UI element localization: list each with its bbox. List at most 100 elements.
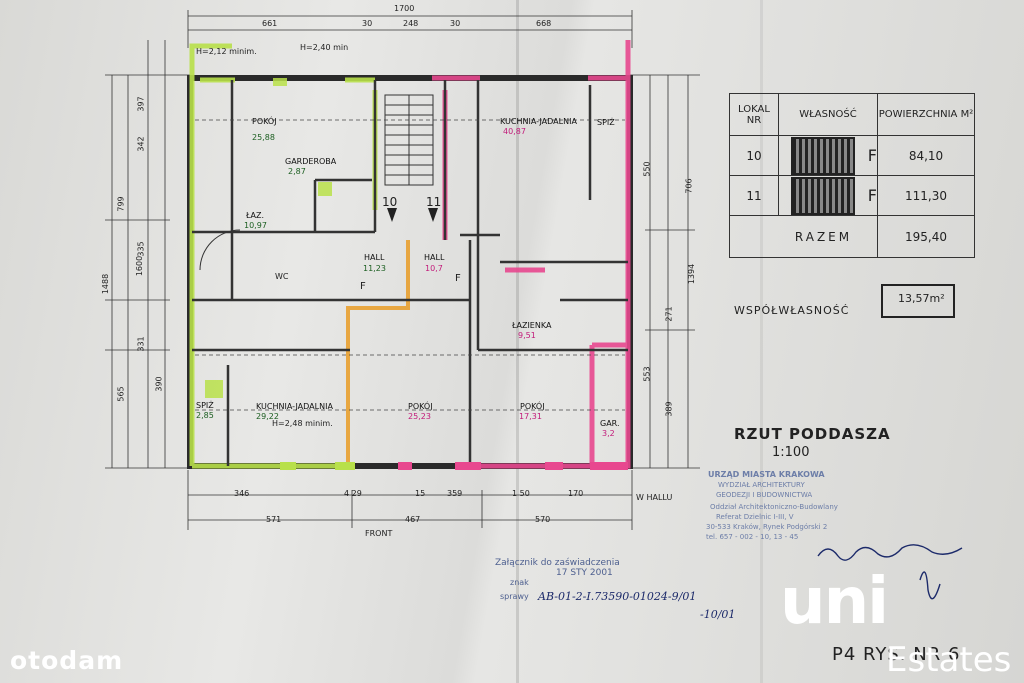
right-dim: 1394 [687,263,697,285]
unit-f-marker: F [360,281,366,292]
room-name: POKÓJ [408,402,433,411]
height-note: H=2,12 minim. [196,47,257,56]
plan-scale: 1:100 [772,445,810,460]
room-area: 17,31 [519,412,542,421]
uni-watermark: uni [780,565,889,639]
room-name: KUCHNIA-JADALNIA [500,117,577,126]
room-name: POKÓJ [520,402,545,411]
stamp-line: GEODEZJI I BUDOWNICTWA [716,491,813,499]
left-dim: 1488 [101,273,111,295]
top-dim: 668 [536,19,552,28]
total-value: 195,40 [877,215,975,258]
paper-fold [516,0,519,683]
room-name: GARDEROBA [285,157,337,166]
bottom-dim: 467 [405,515,421,524]
overall-width-dim: 1700 [394,4,415,13]
room-name: KUCHNIA-JADALNIA [256,402,333,411]
unit-number-11: 11 [426,195,442,209]
bottom-dim: 1 50 [512,489,530,498]
left-dim: 565 [116,386,126,402]
room-area: 10,97 [244,221,267,230]
room-area: 25,88 [252,133,275,142]
left-dim: 331 [136,336,146,352]
total-label: RAZEM [729,215,878,258]
top-dim: 661 [262,19,278,28]
sheet-mark: P4 RYS. NR 6 [832,644,961,665]
height-note: H=2,40 min [300,43,349,52]
ownership-cell: F [778,175,878,216]
stamp-line: WYDZIAŁ ARCHITEKTURY [718,481,805,489]
front-label: FRONT [365,529,393,538]
right-dim: 389 [664,401,674,417]
left-dim: 390 [154,376,164,392]
room-name: ŁAZ. [246,211,264,220]
left-dim: 1600 [135,255,145,277]
bottom-dim: 4 29 [344,489,362,498]
hatch-pattern [791,136,856,175]
ownership-type: F [867,146,877,165]
paper-fold [760,0,763,683]
bottom-dim: 170 [568,489,584,498]
case-number: AB-01-2-I.73590-01024-9/01 [538,590,697,603]
unit-area: 111,30 [877,175,975,216]
right-dim: 706 [684,178,694,194]
estates-watermark: Estates [886,640,1012,680]
left-dim: 799 [116,196,126,212]
room-area: 29,22 [256,412,279,421]
header-wlasnosc: WŁASNOŚĆ [778,93,878,136]
room-name: HALL [364,253,385,262]
stamp-line: 30-533 Kraków, Rynek Podgórski 2 [706,523,828,531]
room-name: SPIŻ [597,118,615,127]
room-name: SPIŻ [196,401,214,410]
ownership-type: F [867,186,877,205]
bottom-dim: 571 [266,515,282,524]
ownership-cell: F [778,135,878,176]
hatch-pattern [791,176,856,215]
header-lokal-nr: LOKAL NR [729,93,779,136]
bottom-dim: 359 [447,489,463,498]
unit-area: 84,10 [877,135,975,176]
annex-date: 17 STY 2001 [556,568,613,578]
plan-title: RZUT PODDASZA [734,425,891,443]
left-dim: 342 [136,136,146,152]
annex-znak: znak [510,578,529,587]
annex-line: Załącznik do zaświadczenia [495,558,620,568]
room-name: ŁAZIENKA [512,321,552,330]
bottom-dim: 15 [415,489,426,498]
unit-ownership-table: LOKAL NR WŁASNOŚĆ POWIERZCHNIA M² 10 F 8… [729,93,975,258]
bottom-dim: 346 [234,489,250,498]
wspolwlasnosc-value: 13,57m² [898,292,945,305]
room-area: 9,51 [518,331,536,340]
room-area: 25,23 [408,412,431,421]
left-dim: 335 [136,241,146,257]
bottom-dim: 570 [535,515,551,524]
bottom-dim-hall: W HALLU [636,493,673,502]
unit-nr: 10 [729,135,779,176]
room-area: 3,2 [602,429,615,438]
stamp-line: tel. 657 - 002 - 10, 13 - 45 [706,533,799,541]
room-area: 40,87 [503,127,526,136]
room-name: GAR. [600,419,620,428]
top-dim: 30 [450,19,461,28]
unit-f-marker: F [455,273,461,284]
case-number-2: -10/01 [700,608,736,621]
room-area: 10,7 [425,264,443,273]
unit-nr: 11 [729,175,779,216]
unit-number-10: 10 [382,195,398,209]
room-name: HALL [424,253,445,262]
top-dim: 30 [362,19,373,28]
left-dim: 397 [136,96,146,112]
right-dim: 271 [664,306,674,322]
top-dim: 248 [403,19,419,28]
otodam-watermark: otodam [10,646,124,675]
stamp-line: Referat Dzielnic I-III, V [716,513,794,521]
stamp-line: Oddział Architektoniczno-Budowlany [710,503,838,511]
height-note: H=2,48 minim. [272,419,333,428]
right-dim: 550 [642,161,652,177]
right-dim: 553 [642,366,652,382]
stamp-line: URZĄD MIASTA KRAKOWA [708,470,825,479]
wspolwlasnosc-box [881,284,955,318]
room-name: POKÓJ [252,117,277,126]
